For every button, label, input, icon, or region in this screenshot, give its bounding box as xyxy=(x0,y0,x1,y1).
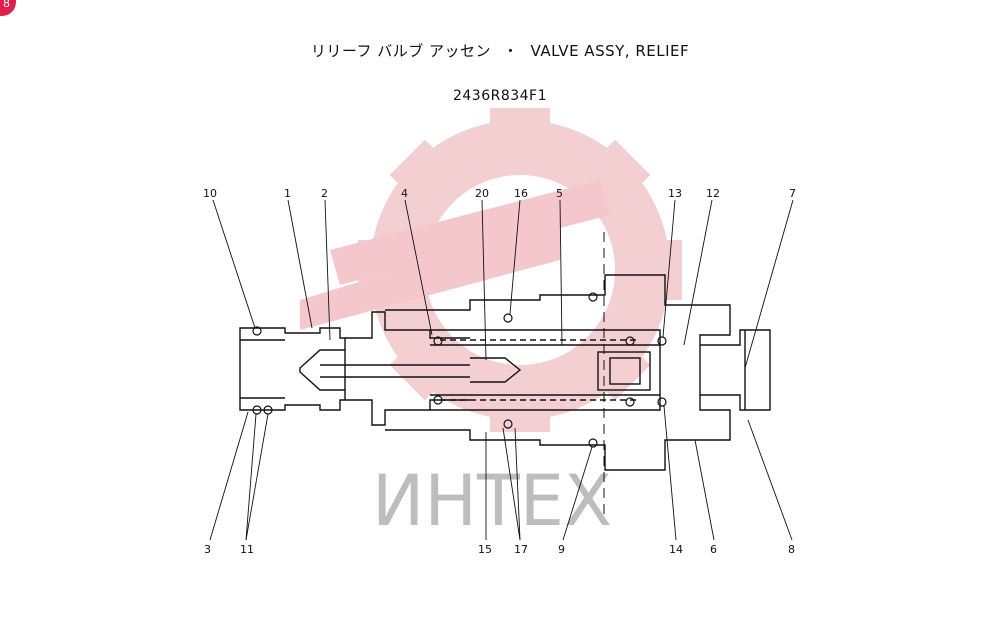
callout-3: 3 xyxy=(204,543,211,556)
part-number: 2436R834F1 xyxy=(452,88,548,104)
title-english: VALVE ASSY, RELIEF xyxy=(530,42,690,60)
callout-15: 15 xyxy=(478,543,492,556)
leader-lines xyxy=(209,199,794,541)
callout-14: 14 xyxy=(669,543,683,556)
o-rings xyxy=(252,292,667,448)
callout-11: 11 xyxy=(240,543,254,556)
callout-13: 13 xyxy=(668,187,682,200)
title-separator: ・ xyxy=(503,42,519,60)
callout-1: 1 xyxy=(284,187,291,200)
watermark-text: ИНТЕХ xyxy=(372,460,612,542)
title-japanese: リリーフ バルブ アッセン xyxy=(310,42,492,60)
callout-6: 6 xyxy=(710,543,717,556)
callout-2: 2 xyxy=(321,187,328,200)
callout-16: 16 xyxy=(514,187,528,200)
callout-10: 10 xyxy=(203,187,217,200)
callout-labels: 10 1 2 4 20 16 5 13 12 7 3 11 15 17 9 14… xyxy=(203,187,796,556)
page-badge-label: 8 xyxy=(3,0,10,10)
callout-12: 12 xyxy=(706,187,720,200)
callout-17: 17 xyxy=(514,543,528,556)
watermark-arrows xyxy=(300,180,610,330)
callout-4: 4 xyxy=(401,187,408,200)
callout-8: 8 xyxy=(788,543,795,556)
callout-9: 9 xyxy=(558,543,565,556)
callout-5: 5 xyxy=(556,187,563,200)
drawing-title: リリーフ バルブ アッセン・ VALVE ASSY, RELIEF xyxy=(0,40,1000,61)
valve-assembly-section xyxy=(239,232,771,520)
callout-7: 7 xyxy=(789,187,796,200)
callout-20: 20 xyxy=(475,187,489,200)
